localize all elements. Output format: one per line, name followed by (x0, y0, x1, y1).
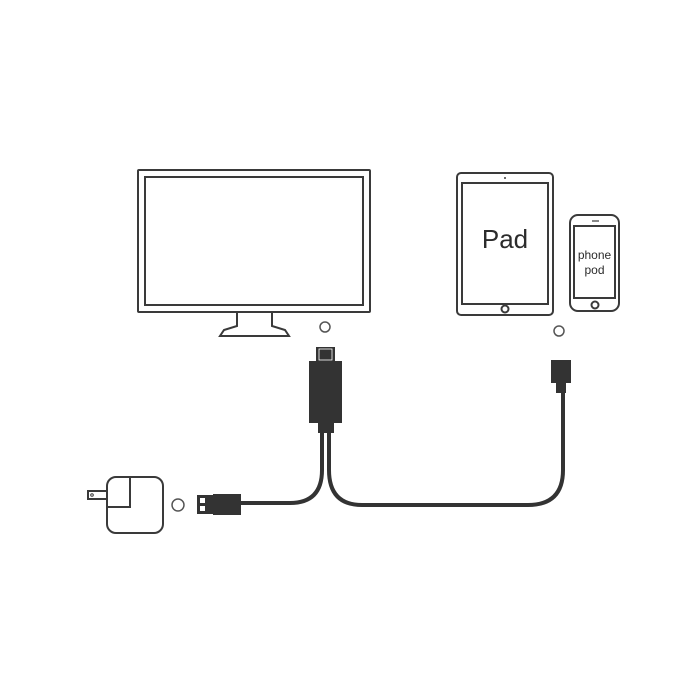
hdmi-plug-icon (309, 347, 342, 433)
tablet-label: Pad (481, 224, 529, 254)
phone-label-line2: pod (584, 263, 605, 277)
phone-label-line1: phone (577, 248, 612, 262)
device-plug-icon (551, 360, 571, 393)
tv-connection-indicator-icon (319, 321, 331, 333)
usb-plug-icon (197, 494, 241, 515)
cable-icon (238, 391, 565, 507)
tablet-icon (456, 172, 554, 316)
power-adapter-icon (87, 476, 164, 534)
charger-connection-indicator-icon (171, 498, 185, 512)
phone-icon (569, 214, 620, 312)
device-connection-indicator-icon (553, 325, 565, 337)
tv-icon (137, 169, 371, 337)
